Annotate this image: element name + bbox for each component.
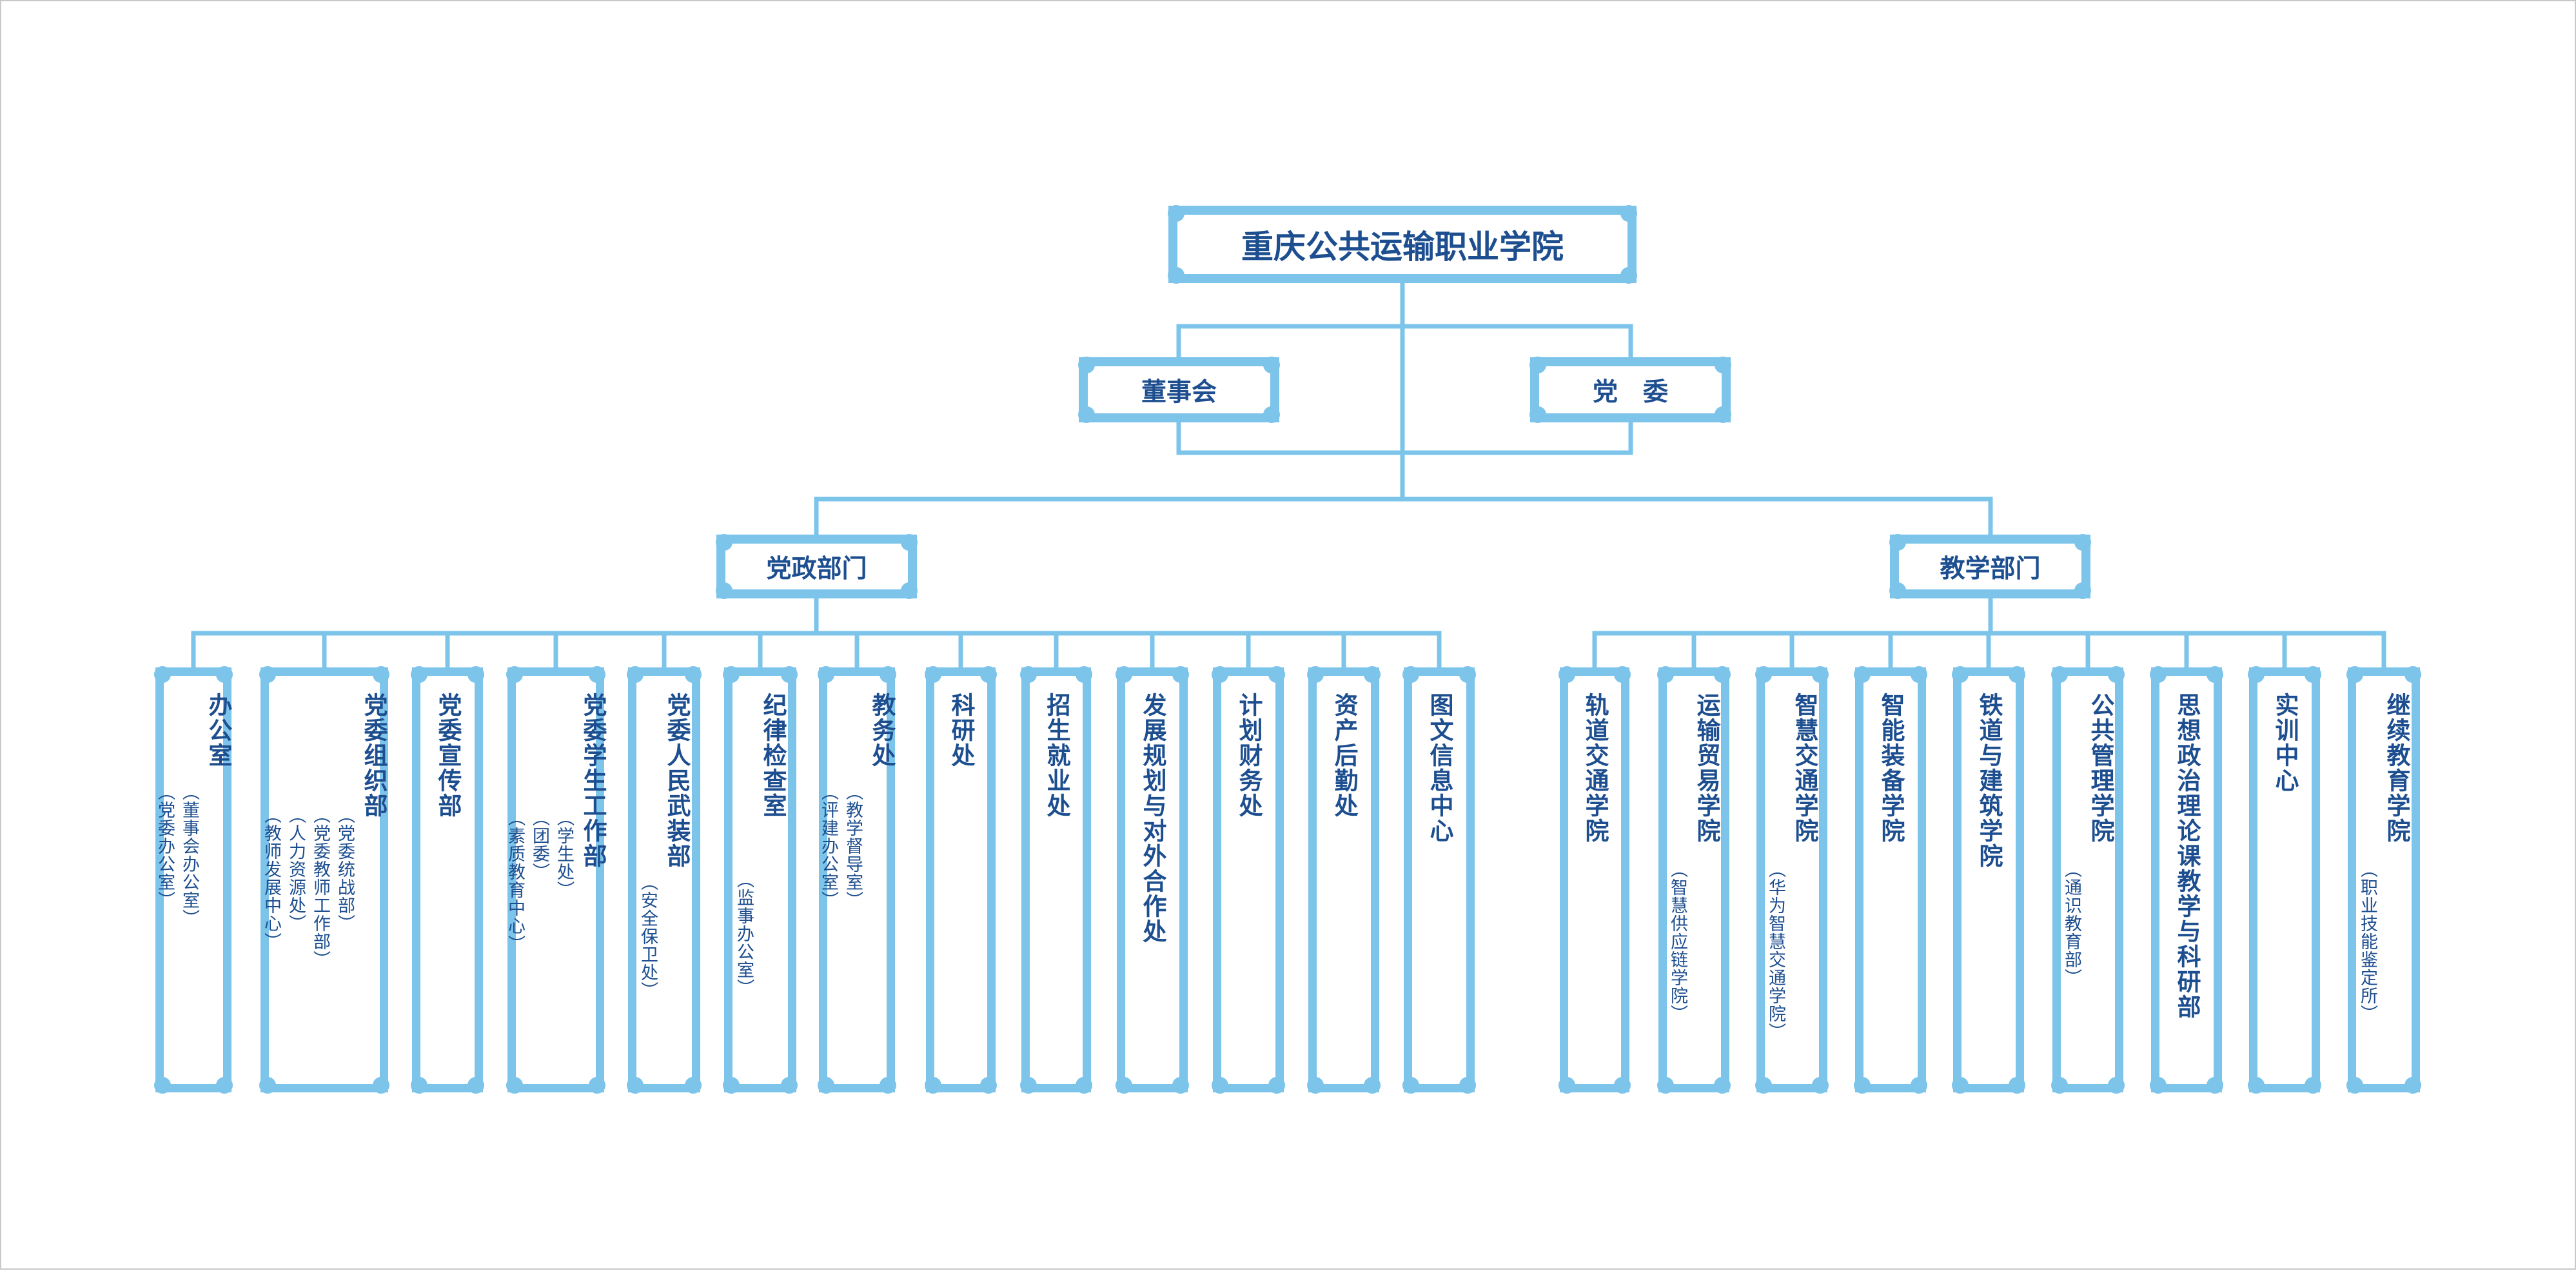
teaching-branch-title: 教学部门 <box>1940 554 2041 584</box>
dept-name: 资产后勤处 <box>1330 693 1358 818</box>
board-title: 董事会 <box>1141 377 1217 407</box>
school-rail-transit: 轨道交通学院 <box>1558 666 1631 1094</box>
dept-organization: 党委组织部 （党委统战部） （党委教师工作部） （人力资源处） （教师发展中心） <box>259 666 389 1094</box>
level2-bottom-bracket <box>1176 420 1633 455</box>
dept-publicity: 党委宣传部 <box>411 666 484 1094</box>
school-sub: （通识教育部） <box>2061 860 2081 987</box>
dept-research: 科研处 <box>925 666 997 1094</box>
dept-sub: （监事办公室） <box>734 871 754 997</box>
party-committee-node-box: 党 委 <box>1529 357 1731 423</box>
school-name: 继续教育学院 <box>2383 693 2410 843</box>
dept-office: 办公室 （董事会办公室） （党委办公室） <box>154 666 233 1094</box>
school-name: 智能装备学院 <box>1877 693 1905 843</box>
teaching-branch-box: 教学部门 <box>1889 534 2091 599</box>
dept-name: 图文信息中心 <box>1426 693 1453 843</box>
dept-sub: （党委教师工作部） <box>310 806 330 969</box>
root-title: 重庆公共运输职业学院 <box>1241 228 1564 266</box>
dept-name: 办公室 <box>204 693 232 768</box>
dept-discipline: 纪律检查室 （监事办公室） <box>723 666 798 1094</box>
admin-branch-title: 党政部门 <box>766 554 867 584</box>
dept-name: 党委人民武装部 <box>663 693 691 869</box>
dept-sub: （教学督导室） <box>843 783 863 909</box>
school-public-management: 公共管理学院 （通识教育部） <box>2051 666 2125 1094</box>
dept-name: 党委宣传部 <box>434 693 462 818</box>
dept-sub: （董事会办公室） <box>179 783 199 927</box>
school-ideological-political: 思想政治理论课教学与科研部 <box>2150 666 2223 1094</box>
dept-sub: （素质教育中心） <box>505 809 525 953</box>
party-committee-title: 党 委 <box>1592 377 1668 407</box>
level2-top-bracket <box>1176 324 1633 360</box>
dept-academic-affairs: 教务处 （教学督导室） （评建办公室） <box>818 666 896 1094</box>
dept-finance: 计划财务处 <box>1212 666 1285 1094</box>
dept-library-info: 图文信息中心 <box>1402 666 1476 1094</box>
school-name: 运输贸易学院 <box>1693 693 1720 843</box>
dept-sub: （教师发展中心） <box>261 806 281 951</box>
school-sub: （智慧供应链学院） <box>1667 860 1687 1023</box>
dept-sub: （人力资源处） <box>286 806 306 932</box>
school-name: 实训中心 <box>2271 693 2299 793</box>
school-intelligent-equipment: 智能装备学院 <box>1854 666 1927 1094</box>
dept-sub: （团委） <box>529 809 549 881</box>
dept-name: 教务处 <box>868 693 896 768</box>
dept-sub: （党委办公室） <box>155 783 175 909</box>
dept-sub: （评建办公室） <box>818 783 838 909</box>
dept-name: 党委组织部 <box>360 693 388 818</box>
dept-name: 计划财务处 <box>1235 693 1263 818</box>
school-smart-transport: 智慧交通学院 （华为智慧交通学院） <box>1755 666 1829 1094</box>
dept-name: 纪律检查室 <box>759 693 787 818</box>
school-sub: （职业技能鉴定所） <box>2357 860 2377 1023</box>
school-name: 铁道与建筑学院 <box>1975 693 2003 869</box>
dept-sub: （安全保卫处） <box>638 873 658 1000</box>
school-sub: （华为智慧交通学院） <box>1765 860 1785 1041</box>
dept-planning: 发展规划与对外合作处 <box>1116 666 1189 1094</box>
dept-sub: （学生处） <box>554 809 574 899</box>
dept-armed-forces: 党委人民武装部 （安全保卫处） <box>627 666 702 1094</box>
school-name: 思想政治理论课教学与科研部 <box>2173 693 2201 1020</box>
school-railway-construction: 铁道与建筑学院 <box>1952 666 2025 1094</box>
school-name: 公共管理学院 <box>2087 693 2114 843</box>
dept-name: 党委学生工作部 <box>579 693 607 869</box>
dept-assets-logistics: 资产后勤处 <box>1307 666 1381 1094</box>
dept-name: 科研处 <box>947 693 975 768</box>
school-name: 轨道交通学院 <box>1581 693 1609 843</box>
school-continuing-education: 继续教育学院 （职业技能鉴定所） <box>2346 666 2421 1094</box>
dept-name: 招生就业处 <box>1043 693 1070 818</box>
dept-sub: （党委统战部） <box>335 806 355 932</box>
school-name: 智慧交通学院 <box>1791 693 1818 843</box>
dept-student-affairs: 党委学生工作部 （学生处） （团委） （素质教育中心） <box>505 666 607 1094</box>
dept-name: 发展规划与对外合作处 <box>1139 693 1166 944</box>
admin-branch-box: 党政部门 <box>716 534 918 599</box>
dept-admissions: 招生就业处 <box>1020 666 1092 1094</box>
school-transport-trade: 运输贸易学院 （智慧供应链学院） <box>1657 666 1731 1094</box>
board-node-box: 董事会 <box>1078 357 1280 423</box>
root-node-box: 重庆公共运输职业学院 <box>1168 205 1637 284</box>
school-training-center: 实训中心 <box>2248 666 2321 1094</box>
